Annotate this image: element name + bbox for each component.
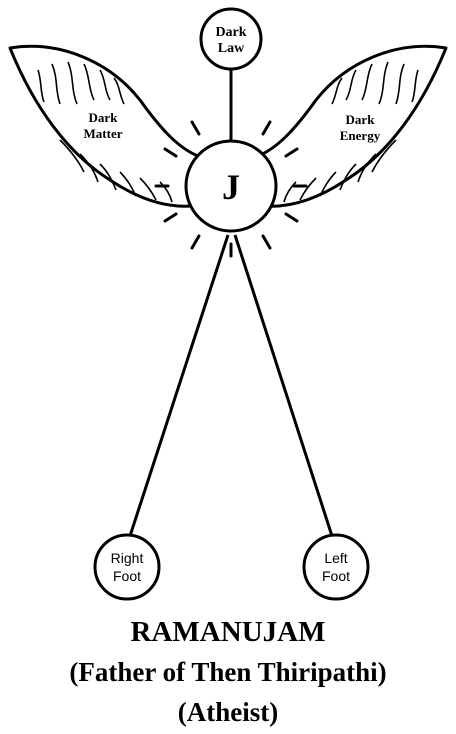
left-leg-line — [235, 235, 332, 536]
right-leg-line — [130, 235, 228, 536]
right-foot-node: Right Foot — [95, 535, 159, 599]
caption-subtitle: (Father of Then Thiripathi) — [0, 657, 456, 688]
connectors — [130, 69, 332, 536]
right-foot-label-2: Foot — [113, 568, 141, 584]
right-foot-label-1: Right — [111, 550, 144, 566]
dark-law-label-2: Law — [218, 41, 245, 56]
dark-matter-label-2: Matter — [84, 126, 123, 141]
dark-energy-label-2: Energy — [340, 128, 381, 143]
dark-law-node: Dark Law — [201, 9, 261, 69]
left-foot-node: Left Foot — [304, 535, 368, 599]
left-foot-label-2: Foot — [322, 568, 350, 584]
center-node: J — [186, 141, 276, 231]
dark-energy-label-1: Dark — [346, 112, 376, 127]
caption-title: RAMANUJAM — [0, 616, 456, 649]
dark-law-label-1: Dark — [215, 25, 246, 40]
left-foot-label-1: Left — [324, 550, 347, 566]
dark-matter-label-1: Dark — [89, 110, 119, 125]
caption-note: (Atheist) — [0, 697, 456, 728]
center-label: J — [222, 167, 240, 207]
